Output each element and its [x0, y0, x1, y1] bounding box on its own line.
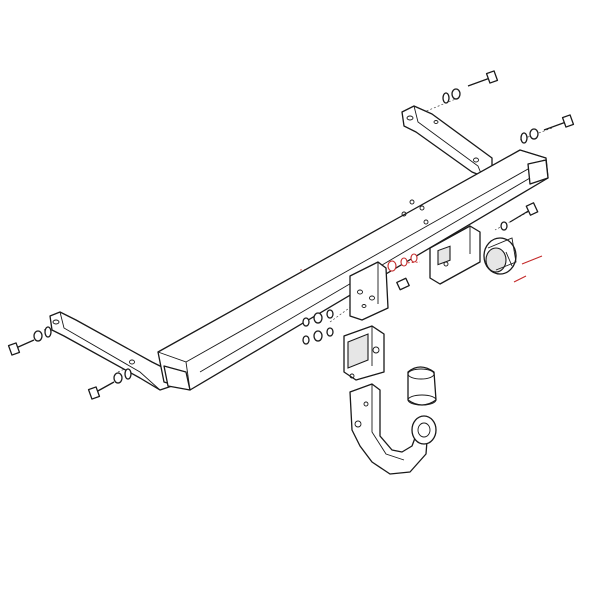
bolt-set-right-side: [520, 114, 575, 144]
left-mounting-bracket: [49, 311, 173, 391]
electrical-socket: [483, 237, 517, 275]
bolt-set-left-top: [7, 326, 52, 356]
bolt-set-left-bottom: [87, 368, 132, 400]
red-fastener-set: [387, 253, 543, 291]
receiver-socket: [343, 325, 385, 381]
right-mounting-bracket: [401, 105, 493, 177]
bolt-set-right-lower: [401, 199, 539, 231]
socket-plate: [429, 225, 481, 285]
towball-cap: [407, 366, 437, 406]
detachable-towball-neck: [349, 383, 437, 475]
bolt-set-right-top: [442, 70, 499, 104]
bolt-set-center: [302, 309, 334, 345]
hitch-mounting-plate: [349, 261, 389, 321]
crossbar: [157, 149, 549, 391]
